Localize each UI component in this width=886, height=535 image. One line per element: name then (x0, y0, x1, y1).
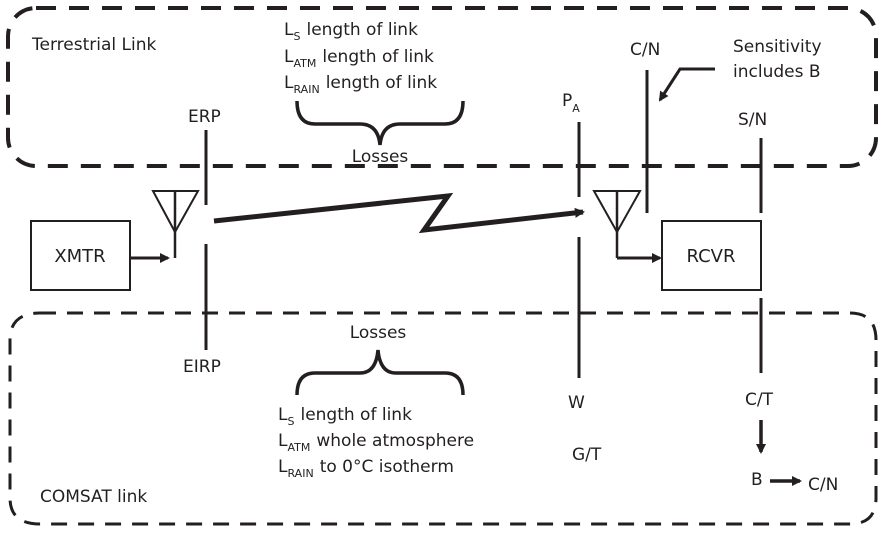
transmitter-block: XMTR (30, 220, 131, 291)
terrestrial-link-label: Terrestrial Link (31, 35, 156, 55)
terrestrial-losses-brace (295, 100, 465, 146)
w-label: W (568, 393, 585, 413)
comsat-link-label: COMSAT link (40, 487, 147, 507)
sensitivity-label: Sensitivity (733, 37, 822, 57)
terrestrial-link-region (6, 6, 878, 168)
transmit-antenna-icon (151, 190, 200, 258)
cn-label-terrestrial: C/N (630, 40, 660, 60)
comsat-losses-brace (295, 349, 465, 396)
receiver-label: RCVR (687, 246, 736, 267)
terrestrial-losses-title: Losses (352, 147, 409, 167)
comsat-losses-title: Losses (350, 323, 407, 343)
ct-label: C/T (745, 390, 774, 410)
receiver-block: RCVR (661, 220, 762, 291)
sensitivity-pointer-arrow (658, 67, 715, 102)
receive-antenna-icon (592, 190, 642, 258)
pa-label: PA (562, 91, 580, 115)
erp-label: ERP (188, 107, 221, 127)
transmitter-label: XMTR (54, 246, 105, 267)
comsat-link-region (8, 311, 878, 526)
sn-label: S/N (738, 110, 767, 130)
sensitivity-label: includes B (733, 62, 821, 82)
eirp-label: EIRP (183, 357, 221, 377)
gt-label: G/T (572, 445, 602, 465)
b-label: B (751, 470, 763, 490)
cn-label-comsat: C/N (808, 475, 838, 495)
propagation-path (213, 192, 585, 234)
